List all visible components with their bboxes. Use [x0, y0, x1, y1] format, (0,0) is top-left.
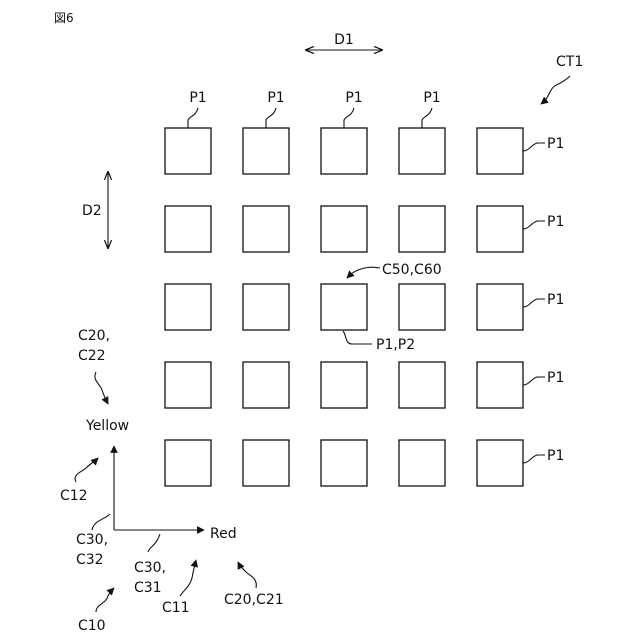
red-axis-label: Red: [210, 526, 237, 542]
right-pixel-leader: [523, 299, 545, 307]
yellow-axis-label: Yellow: [85, 418, 129, 434]
c30-c31-leader: [148, 534, 160, 552]
pixel-square: [243, 128, 289, 174]
ct1-label: CT1: [556, 54, 583, 70]
c50-c60-label: C50,C60: [382, 262, 442, 278]
pixel-square: [321, 128, 367, 174]
pixel-square: [243, 284, 289, 330]
c30-c32-label-line1: C30,: [76, 532, 108, 548]
c10-leader-arrow: [96, 588, 114, 612]
c20-c22-leader-arrow: [95, 372, 108, 404]
right-pixel-leader: [523, 143, 545, 151]
top-pixel-label: P1: [423, 90, 440, 106]
c11-label: C11: [162, 600, 190, 616]
pixel-square: [399, 206, 445, 252]
c50-c60-pointer-arrow: [347, 267, 380, 278]
top-pixel-label: P1: [189, 90, 206, 106]
c10-label: C10: [78, 618, 106, 634]
right-pixel-leader: [523, 377, 545, 385]
pixel-square: [399, 440, 445, 486]
pixel-square: [321, 362, 367, 408]
c11-leader-arrow: [180, 560, 196, 596]
pixel-square: [477, 284, 523, 330]
top-pixel-labels: P1 P1 P1 P1: [188, 90, 441, 128]
right-pixel-label: P1: [547, 292, 564, 308]
right-pixel-label: P1: [547, 136, 564, 152]
top-pixel-label: P1: [345, 90, 362, 106]
pixel-square: [243, 440, 289, 486]
pixel-square: [165, 206, 211, 252]
c30-c31-label-line1: C30,: [134, 560, 166, 576]
top-pixel-leader: [266, 108, 276, 128]
c20-c22-label-line1: C20,: [78, 328, 110, 344]
c30-c32-leader: [92, 514, 110, 530]
top-pixel-label: P1: [267, 90, 284, 106]
top-pixel-leader: [188, 108, 198, 128]
right-pixel-label: P1: [547, 448, 564, 464]
pixel-square: [243, 362, 289, 408]
pixel-square: [321, 284, 367, 330]
pixel-square: [321, 206, 367, 252]
top-pixel-leader: [344, 108, 354, 128]
pixel-square: [399, 284, 445, 330]
d2-label: D2: [82, 203, 102, 219]
pixel-square: [243, 206, 289, 252]
p1-p2-leader: [343, 331, 372, 344]
right-pixel-label: P1: [547, 370, 564, 386]
p1-p2-label: P1,P2: [376, 337, 415, 353]
right-pixel-leader: [523, 221, 545, 229]
c30-c31-label-line2: C31: [134, 580, 162, 596]
pixel-square: [165, 128, 211, 174]
pixel-square: [165, 284, 211, 330]
right-pixel-label: P1: [547, 214, 564, 230]
pixel-square: [477, 362, 523, 408]
pixel-square: [165, 440, 211, 486]
pixel-square: [399, 128, 445, 174]
pixel-grid: [165, 128, 523, 486]
ct1-leader-arrow: [541, 76, 570, 104]
pixel-square: [477, 128, 523, 174]
c30-c32-label-line2: C32: [76, 552, 104, 568]
pixel-square: [477, 440, 523, 486]
figure-label: 図6: [54, 11, 74, 25]
right-pixel-labels: P1P1P1P1P1: [523, 136, 564, 464]
pixel-square: [477, 206, 523, 252]
pixel-square: [165, 362, 211, 408]
d1-label: D1: [334, 32, 354, 48]
pixel-square: [321, 440, 367, 486]
c12-label: C12: [60, 488, 88, 504]
c20-c21-label: C20,C21: [224, 592, 284, 608]
pixel-square: [399, 362, 445, 408]
top-pixel-leader: [422, 108, 432, 128]
c20-c21-leader-arrow: [238, 562, 256, 588]
c20-c22-label-line2: C22: [78, 348, 106, 364]
c12-leader-arrow: [75, 458, 98, 482]
right-pixel-leader: [523, 455, 545, 463]
